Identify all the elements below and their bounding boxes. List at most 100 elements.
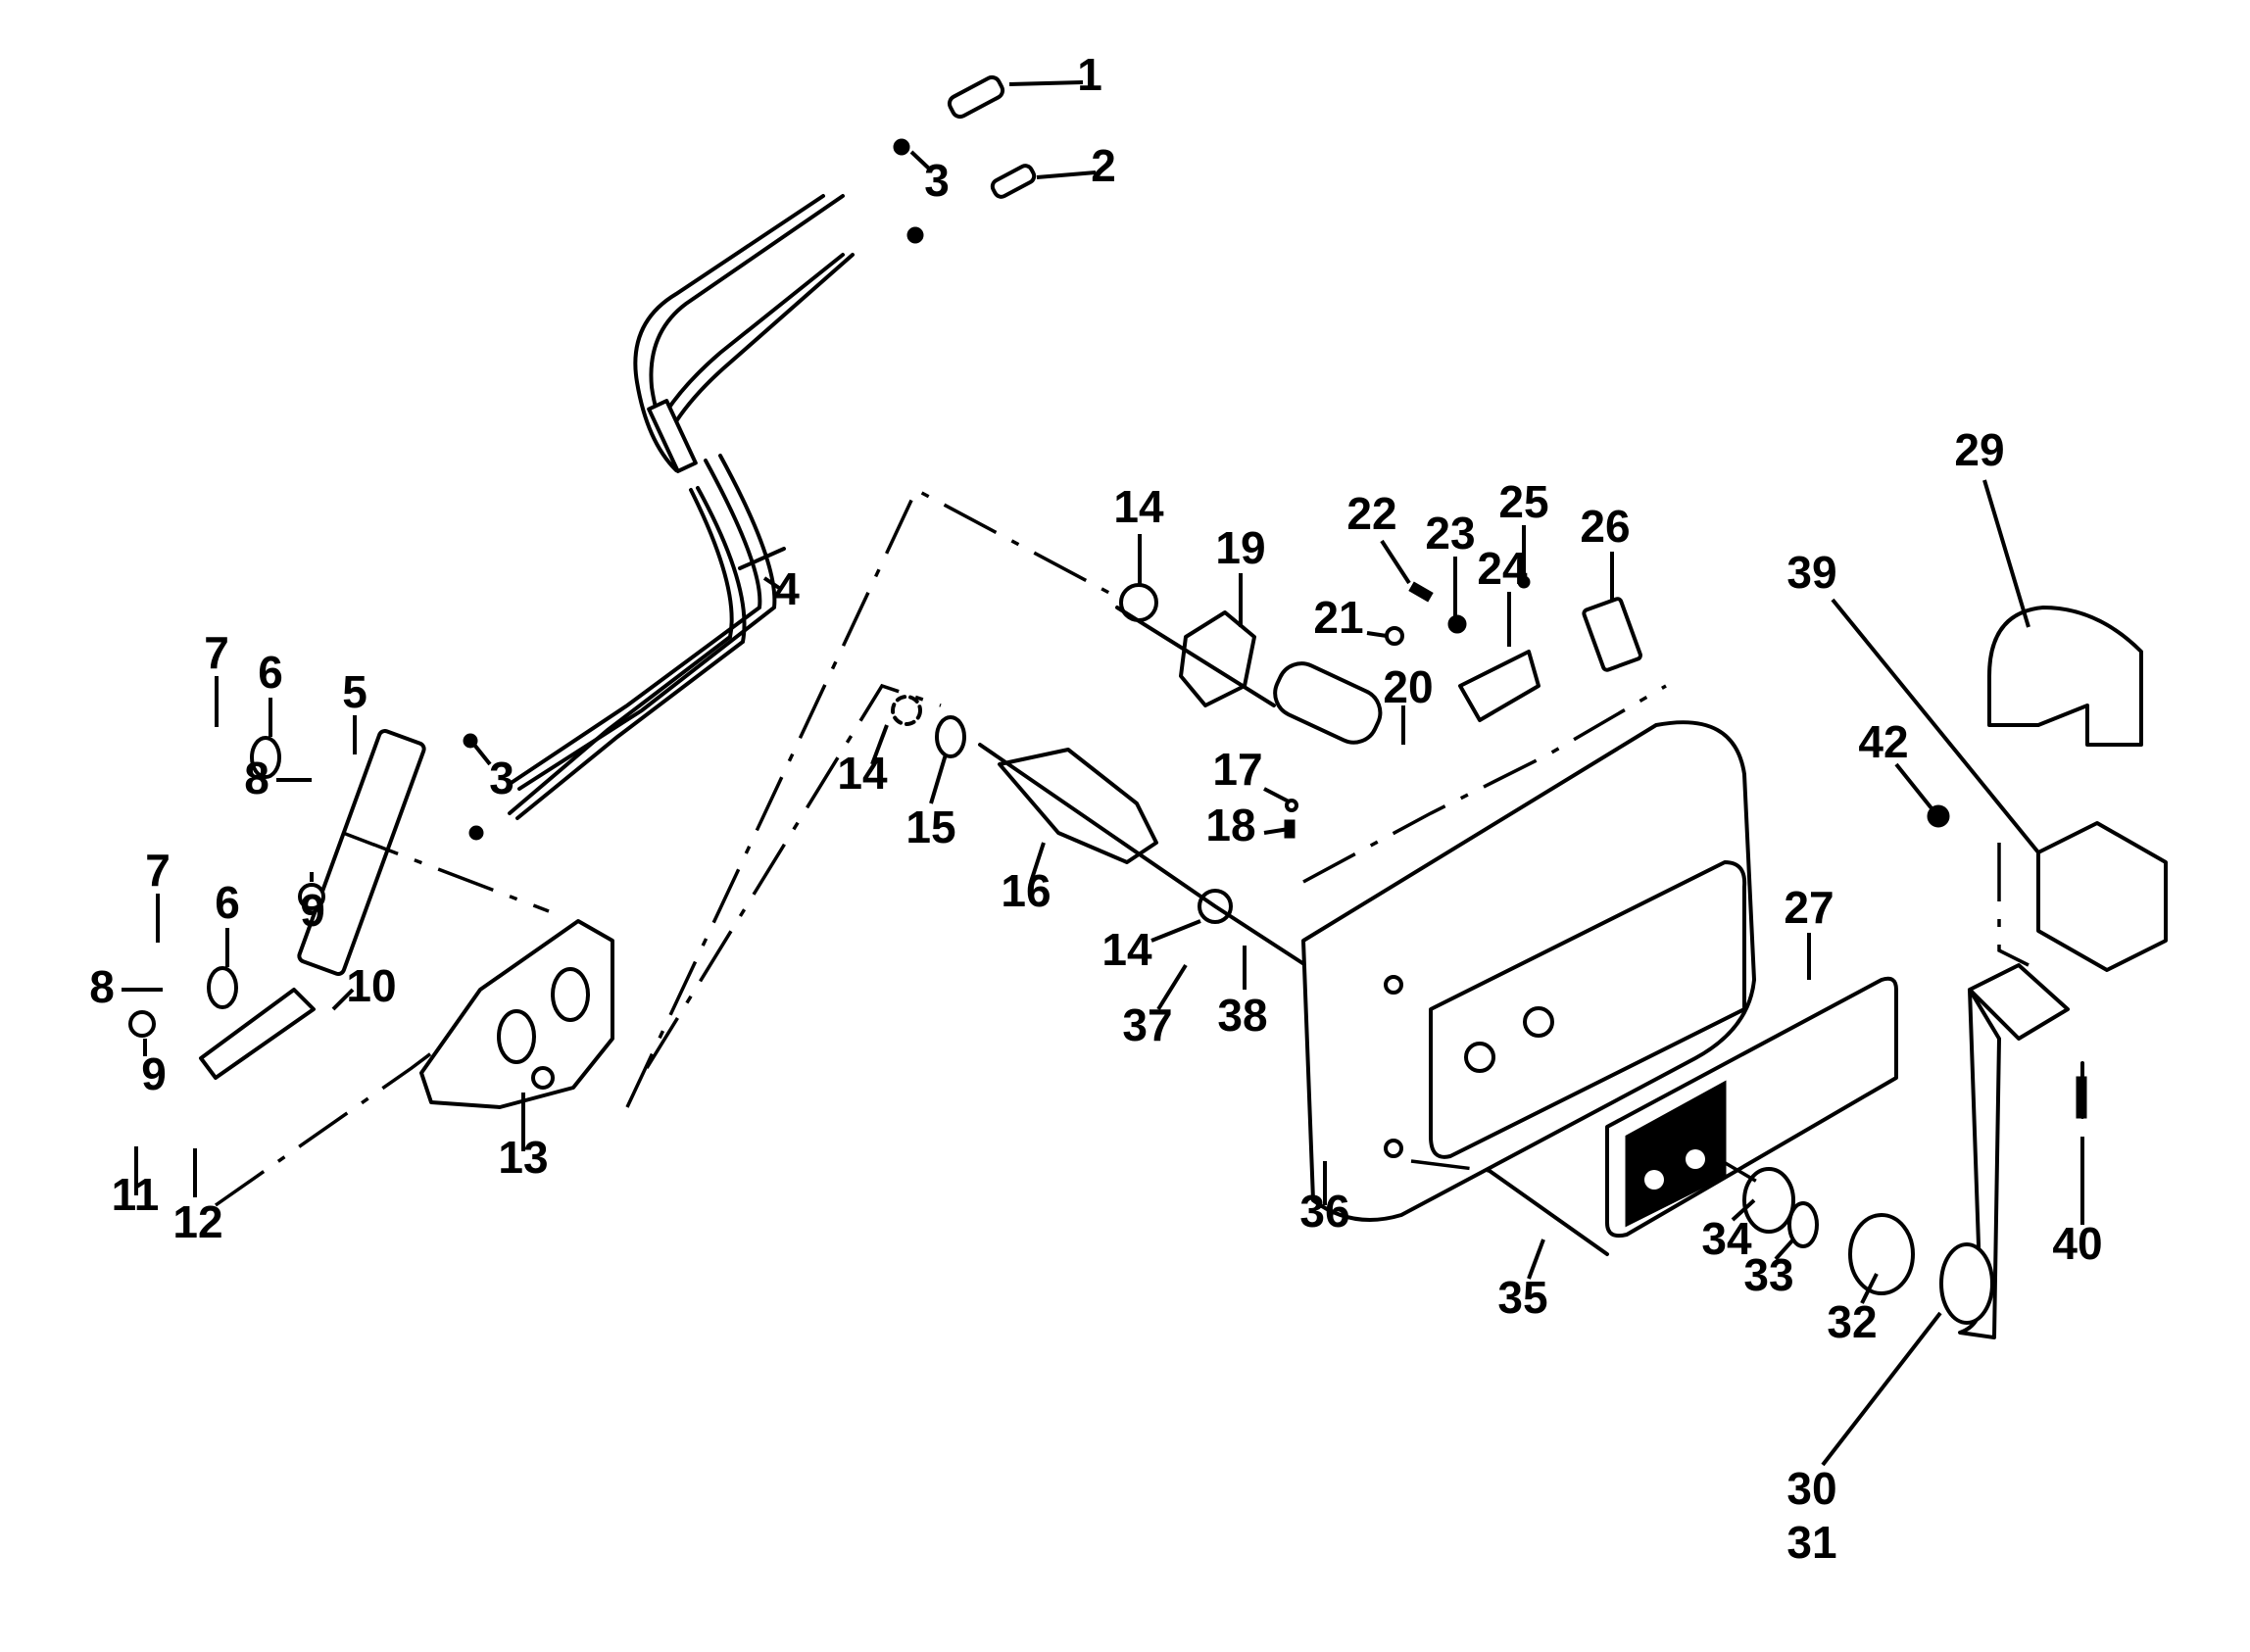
- callout-label: 11: [112, 1169, 160, 1220]
- callout-7: 7: [204, 627, 229, 727]
- callout-15: 15: [905, 753, 956, 852]
- callout-label: 19: [1215, 522, 1265, 573]
- callout-38: 38: [1217, 946, 1268, 1041]
- leader-line: [1860, 1273, 1879, 1304]
- callout-24: 24: [1477, 543, 1528, 647]
- part-25: [1517, 575, 1531, 589]
- callout-35: 35: [1497, 1239, 1548, 1323]
- callout-label: 24: [1477, 543, 1528, 594]
- leader-line: [909, 150, 931, 170]
- callout-23: 23: [1425, 508, 1476, 617]
- leader-line: [1527, 1239, 1545, 1280]
- cable-ends: [463, 74, 1037, 841]
- callout-39: 39: [1786, 547, 2040, 854]
- leader-line: [929, 753, 948, 804]
- leader-line: [331, 988, 355, 1011]
- callout-12: 12: [172, 1148, 223, 1247]
- part-20: [1273, 661, 1383, 745]
- part-9-a: [298, 883, 325, 910]
- leader-line: [870, 724, 889, 765]
- callout-label: 26: [1580, 501, 1630, 552]
- callout-27: 27: [1784, 882, 1834, 980]
- leader-line: [1831, 598, 2040, 854]
- part-6-washer-a: [250, 736, 281, 779]
- callout-label: 14: [1113, 481, 1164, 532]
- callout-25: 25: [1498, 476, 1549, 576]
- callout-42: 42: [1858, 716, 1937, 815]
- callout-label: 37: [1122, 999, 1172, 1050]
- callout-37: 37: [1122, 963, 1188, 1050]
- callout-label: 23: [1425, 508, 1475, 559]
- callout-label: 3: [924, 155, 950, 206]
- part-29: [1987, 606, 2143, 747]
- callout-label: 32: [1827, 1296, 1877, 1347]
- callout-1: 1: [1008, 49, 1102, 100]
- callout-40: 40: [2052, 1137, 2103, 1269]
- callout-3: 3: [472, 743, 514, 803]
- callout-18: 18: [1205, 800, 1290, 850]
- callout-label: 17: [1212, 744, 1262, 795]
- cover-and-switch: [1927, 606, 2168, 972]
- control-handle-30: [1939, 963, 2087, 1339]
- leader-line: [1774, 1238, 1795, 1261]
- callout-22: 22: [1346, 488, 1411, 585]
- callout-label: 6: [258, 647, 283, 698]
- callout-label: 30: [1786, 1463, 1836, 1514]
- callout-10: 10: [331, 960, 397, 1011]
- callout-label: 5: [342, 666, 367, 717]
- callout-6: 6: [258, 647, 283, 737]
- callout-20: 20: [1383, 661, 1434, 745]
- part-5: [297, 729, 426, 976]
- callout-label: 20: [1383, 661, 1433, 712]
- callout-label: 29: [1954, 424, 2004, 475]
- part-21: [1385, 626, 1404, 646]
- callout-label: 16: [1001, 865, 1051, 916]
- callout-layer: 1233456677889910111213141414151617181920…: [89, 49, 2102, 1568]
- leader-line: [1380, 539, 1411, 585]
- part-22: [1408, 581, 1434, 603]
- leader-line: [472, 743, 492, 766]
- part-15: [935, 715, 966, 758]
- callout-label: 9: [141, 1048, 167, 1099]
- callout-label: 13: [498, 1132, 548, 1183]
- callout-label: 8: [244, 753, 269, 803]
- callout-14: 14: [1101, 919, 1201, 975]
- callout-33: 33: [1743, 1238, 1795, 1300]
- part-24: [1458, 650, 1541, 722]
- callout-2: 2: [1036, 140, 1116, 191]
- callout-31: 31: [1786, 1517, 1836, 1568]
- callout-label: 33: [1743, 1249, 1793, 1300]
- part-39: [2036, 821, 2168, 972]
- part-16: [998, 748, 1158, 864]
- callout-label: 40: [2052, 1218, 2102, 1269]
- part-32: [1848, 1213, 1915, 1295]
- callout-30: 30: [1786, 1311, 1942, 1514]
- part-1: [947, 74, 1005, 120]
- callout-8: 8: [89, 961, 163, 1012]
- part-3-nut-d: [468, 825, 484, 841]
- callout-label: 14: [837, 748, 888, 799]
- alignment-line: [625, 487, 1138, 1108]
- part-17: [1285, 799, 1298, 812]
- callout-14: 14: [837, 724, 889, 799]
- leader-line: [1036, 170, 1097, 179]
- callout-label: 34: [1701, 1213, 1752, 1264]
- part-2: [990, 164, 1037, 199]
- callout-label: 39: [1786, 547, 1836, 598]
- part-26: [1582, 597, 1642, 672]
- callout-label: 12: [172, 1196, 222, 1247]
- callout-label: 27: [1784, 882, 1834, 933]
- leader-line: [1821, 1311, 1942, 1467]
- callout-21: 21: [1313, 592, 1388, 643]
- callout-32: 32: [1827, 1273, 1879, 1347]
- callout-label: 4: [774, 563, 800, 614]
- leader-line: [1263, 787, 1290, 803]
- part-3-nut-b: [906, 226, 924, 244]
- callout-label: 22: [1346, 488, 1396, 539]
- leader-line: [1150, 919, 1201, 943]
- callout-34: 34: [1701, 1198, 1756, 1264]
- callout-8: 8: [244, 753, 312, 803]
- part-3-nut-a: [893, 138, 910, 156]
- callout-label: 42: [1858, 716, 1908, 767]
